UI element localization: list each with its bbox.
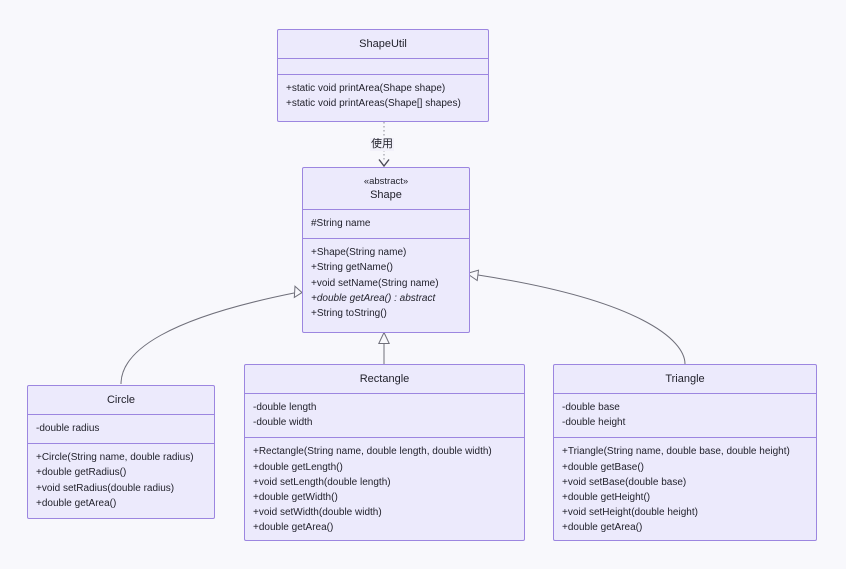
class-divider: [303, 209, 469, 210]
class-header-triangle: Triangle: [554, 365, 816, 393]
class-divider: [303, 238, 469, 240]
class-member: -double length: [253, 402, 317, 413]
attributes-compartment-circle: -double radius: [28, 415, 214, 443]
class-divider: [245, 437, 524, 439]
class-member: +void setRadius(double radius): [36, 482, 175, 494]
class-member: +static void printArea(Shape shape): [286, 83, 446, 94]
generalization-line-triangle-shape: [477, 274, 686, 365]
class-member: +Circle(String name, double radius): [36, 452, 194, 464]
attributes-compartment-shapeutil: [278, 59, 488, 74]
class-member: +double getLength(): [253, 461, 343, 473]
class-header-circle: Circle: [28, 386, 214, 414]
attributes-compartment-rectangle: -double length -double width: [245, 394, 524, 437]
attributes-compartment-shape: #String name: [303, 210, 469, 238]
class-divider: [278, 58, 488, 59]
class-header-rectangle: Rectangle: [245, 365, 524, 393]
class-member: -double base: [562, 402, 620, 413]
methods-compartment-triangle: +Triangle(String name, double base, doub…: [554, 438, 816, 542]
class-member: +double getBase(): [562, 461, 645, 473]
methods-compartment-shape: +Shape(String name) +String getName() +v…: [303, 239, 469, 328]
class-member: +void setName(String name): [311, 277, 439, 289]
class-member: +double getArea(): [253, 522, 334, 534]
class-member-abstract: +double getArea() : abstract: [311, 292, 436, 304]
class-divider: [28, 414, 214, 415]
class-member: +String toString(): [311, 308, 387, 320]
class-box-triangle[interactable]: Triangle -double base -double height +Tr…: [553, 364, 817, 541]
class-member: +Triangle(String name, double base, doub…: [562, 446, 790, 458]
class-box-shape[interactable]: «abstract» Shape #String name +Shape(Str…: [302, 167, 470, 333]
class-member: +double getArea(): [36, 497, 117, 509]
class-divider: [28, 443, 214, 445]
class-member: +void setLength(double length): [253, 476, 391, 488]
class-divider: [554, 393, 816, 394]
class-header-shape: «abstract» Shape: [303, 168, 469, 209]
methods-compartment-circle: +Circle(String name, double radius) +dou…: [28, 444, 214, 518]
class-member: +Rectangle(String name, double length, d…: [253, 446, 492, 458]
class-member: +void setBase(double base): [562, 476, 687, 488]
class-member: +double getRadius(): [36, 467, 127, 479]
methods-compartment-shapeutil: +static void printArea(Shape shape) +sta…: [278, 75, 488, 118]
class-divider: [278, 74, 488, 75]
class-name-circle: Circle: [106, 394, 136, 406]
generalization-arrowhead-circle: [293, 285, 303, 299]
class-member: +double getHeight(): [562, 492, 651, 504]
class-member: +double getArea(): [562, 522, 643, 534]
class-name-shape: Shape: [370, 189, 402, 201]
class-member: +Shape(String name): [311, 247, 407, 259]
class-member: +static void printAreas(Shape[] shapes): [286, 98, 461, 110]
attributes-compartment-triangle: -double base -double height: [554, 394, 816, 437]
class-member: +void setHeight(double height): [562, 507, 698, 519]
class-box-rectangle[interactable]: Rectangle -double length -double width +…: [244, 364, 525, 541]
class-box-shapeutil[interactable]: ShapeUtil +static void printArea(Shape s…: [277, 29, 489, 122]
class-name-rectangle: Rectangle: [359, 373, 410, 385]
class-member: +String getName(): [311, 262, 393, 274]
dependency-label-uses: 使用: [370, 138, 394, 151]
class-box-circle[interactable]: Circle -double radius +Circle(String nam…: [27, 385, 215, 519]
class-stereotype-shape: «abstract»: [363, 176, 409, 187]
class-member: -double width: [253, 417, 313, 429]
class-divider: [245, 393, 524, 394]
class-name-shapeutil: ShapeUtil: [359, 38, 407, 50]
methods-compartment-rectangle: +Rectangle(String name, double length, d…: [245, 438, 524, 542]
generalization-arrowhead-rectangle: [378, 331, 390, 344]
dependency-arrowhead-shape: [378, 159, 390, 168]
class-member: -double radius: [36, 423, 100, 434]
class-header-shapeutil: ShapeUtil: [278, 30, 488, 58]
class-member: +double getWidth(): [253, 492, 338, 504]
class-member: +void setWidth(double width): [253, 507, 382, 519]
class-name-triangle: Triangle: [665, 373, 705, 385]
class-divider: [554, 437, 816, 439]
class-member: #String name: [311, 218, 371, 229]
class-member: -double height: [562, 417, 626, 429]
